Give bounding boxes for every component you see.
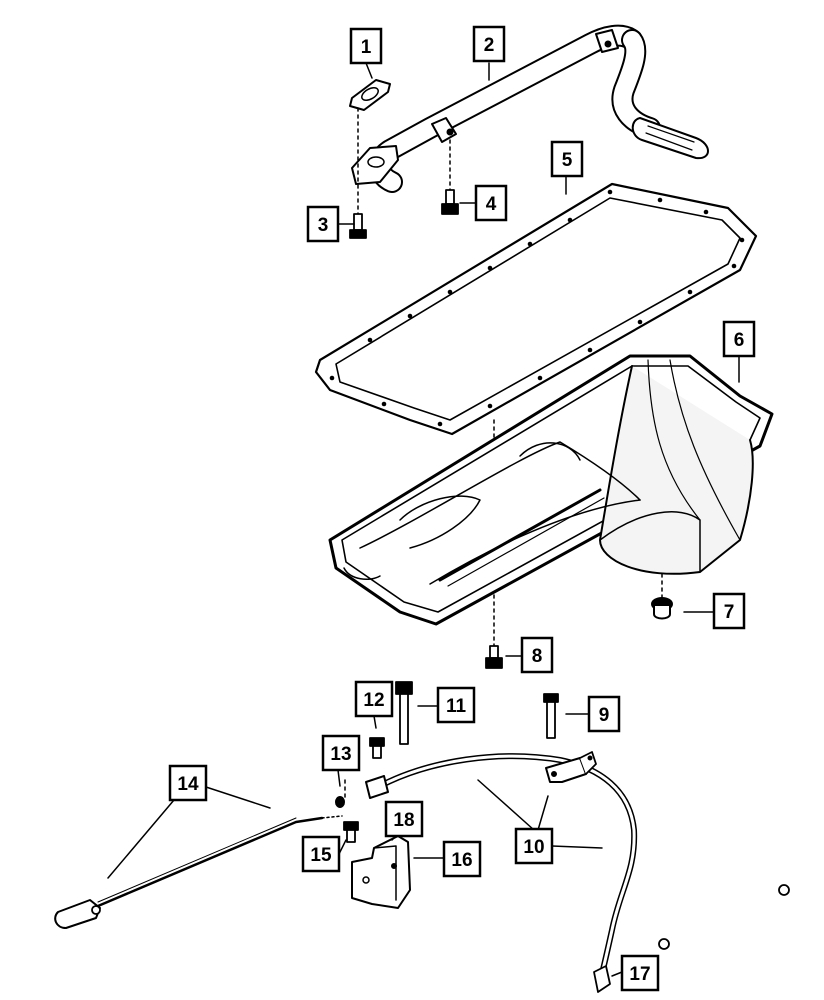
callout-5-label: 5 bbox=[562, 150, 573, 171]
callout-2-label: 2 bbox=[484, 35, 495, 56]
leader-lines bbox=[107, 62, 740, 977]
callout-9: 9 bbox=[587, 695, 621, 733]
part-12-bolt bbox=[369, 737, 385, 759]
callout-3: 3 bbox=[306, 205, 340, 243]
callout-4: 4 bbox=[474, 184, 508, 222]
part-3-bolt bbox=[349, 213, 367, 239]
callout-3-label: 3 bbox=[318, 215, 329, 236]
part-17-fasteners bbox=[593, 884, 790, 993]
callout-8-label: 8 bbox=[532, 646, 543, 667]
part-11-bolt bbox=[395, 681, 413, 745]
callout-11-label: 11 bbox=[446, 696, 467, 717]
callout-18: 18 bbox=[384, 800, 424, 838]
callout-8: 8 bbox=[520, 636, 554, 674]
callouts: 1 2 3 4 5 6 7 8 bbox=[168, 25, 756, 992]
callout-15-label: 15 bbox=[310, 845, 332, 866]
part-2-oil-pickup-tube bbox=[351, 24, 709, 193]
callout-12: 12 bbox=[354, 680, 394, 718]
part-9-bolt bbox=[543, 693, 559, 739]
callout-17-label: 17 bbox=[629, 964, 650, 985]
part-10-dipstick-tube bbox=[365, 751, 638, 985]
callout-18-label: 18 bbox=[393, 810, 414, 831]
callout-9-label: 9 bbox=[599, 705, 610, 726]
callout-16: 16 bbox=[442, 840, 482, 878]
callout-10-label: 10 bbox=[523, 837, 544, 858]
part-7-drain-plug bbox=[651, 597, 673, 620]
part-6-oil-pan bbox=[328, 354, 774, 626]
callout-16-label: 16 bbox=[451, 850, 472, 871]
part-16-bracket bbox=[351, 835, 411, 909]
part-5-oil-pan-gasket bbox=[314, 182, 758, 436]
callout-13: 13 bbox=[321, 734, 361, 772]
callout-6-label: 6 bbox=[734, 330, 745, 351]
part-4-bolt bbox=[441, 189, 459, 215]
callout-1-label: 1 bbox=[361, 37, 372, 58]
callout-12-label: 12 bbox=[363, 690, 384, 711]
callout-7: 7 bbox=[712, 592, 746, 630]
callout-4-label: 4 bbox=[486, 194, 497, 215]
callout-17: 17 bbox=[620, 954, 660, 992]
part-13-o-ring bbox=[335, 796, 345, 808]
callout-11: 11 bbox=[436, 686, 476, 724]
callout-1: 1 bbox=[349, 27, 383, 65]
callout-6: 6 bbox=[722, 320, 756, 358]
callout-5: 5 bbox=[550, 140, 584, 178]
part-1-pickup-gasket bbox=[349, 79, 391, 111]
callout-15: 15 bbox=[301, 835, 341, 873]
callout-10: 10 bbox=[514, 827, 554, 865]
part-8-bolt bbox=[485, 645, 503, 669]
callout-14-label: 14 bbox=[177, 774, 199, 795]
part-15-bolt bbox=[343, 821, 359, 843]
callout-7-label: 7 bbox=[724, 602, 735, 623]
callout-14: 14 bbox=[168, 764, 208, 802]
callout-2: 2 bbox=[472, 25, 506, 63]
part-14-dipstick bbox=[54, 815, 343, 929]
callout-13-label: 13 bbox=[330, 744, 351, 765]
